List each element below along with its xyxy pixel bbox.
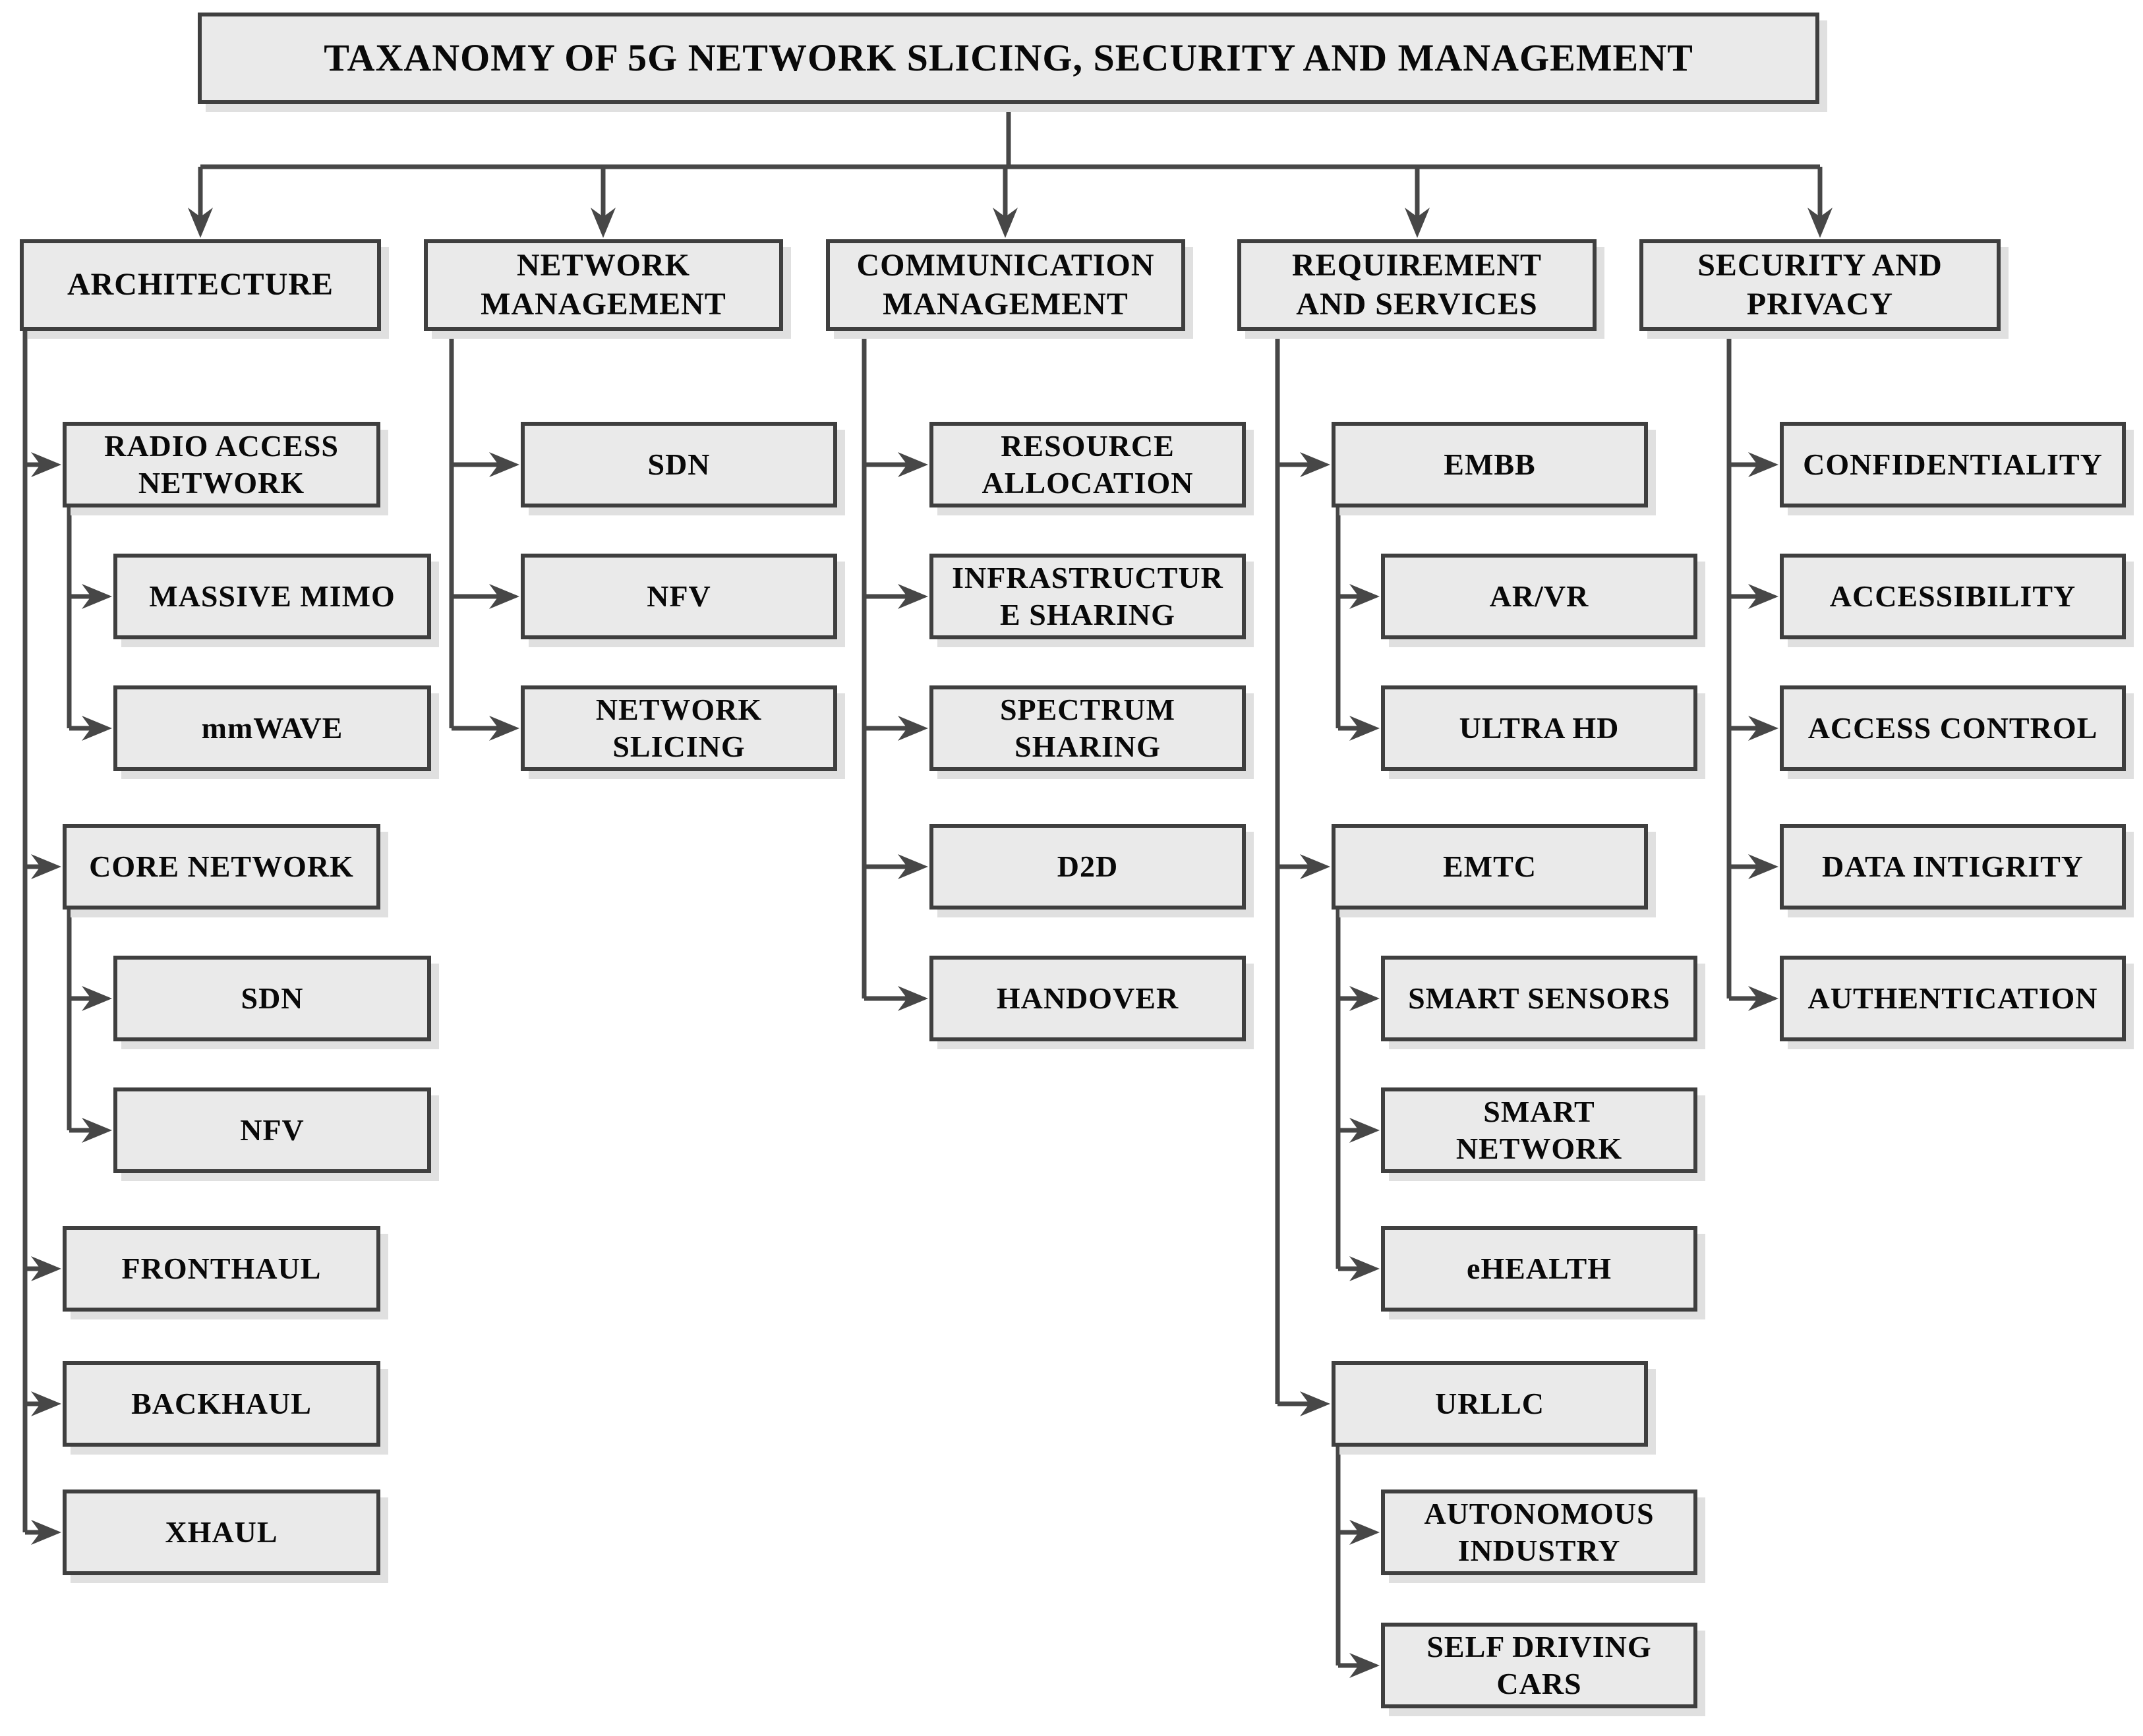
node-resource-allocation: RESOURCE ALLOCATION: [929, 422, 1246, 507]
node-ar-vr: AR/VR: [1381, 554, 1697, 639]
node-sdn-architecture: SDN: [113, 956, 431, 1041]
node-backhaul: BACKHAUL: [63, 1361, 380, 1447]
node-smart-network: SMART NETWORK: [1381, 1087, 1697, 1173]
node-accessibility: ACCESSIBILITY: [1780, 554, 2126, 639]
node-self-driving-cars: SELF DRIVING CARS: [1381, 1623, 1697, 1708]
node-radio-access-network: RADIO ACCESS NETWORK: [63, 422, 380, 507]
node-nfv-architecture: NFV: [113, 1087, 431, 1173]
node-requirement-and-services: REQUIREMENT AND SERVICES: [1237, 239, 1597, 331]
node-embb: EMBB: [1332, 422, 1648, 507]
node-data-intigrity: DATA INTIGRITY: [1780, 824, 2126, 910]
node-massive-mimo: MASSIVE MIMO: [113, 554, 431, 639]
node-autonomous-industry: AUTONOMOUS INDUSTRY: [1381, 1490, 1697, 1575]
node-authentication: AUTHENTICATION: [1780, 956, 2126, 1041]
node-smart-sensors: SMART SENSORS: [1381, 956, 1697, 1041]
node-security-and-privacy: SECURITY AND PRIVACY: [1639, 239, 2001, 331]
node-network-slicing: NETWORK SLICING: [521, 685, 837, 771]
node-emtc: EMTC: [1332, 824, 1648, 910]
node-infrastructure-sharing: INFRASTRUCTUR E SHARING: [929, 554, 1246, 639]
node-xhaul: XHAUL: [63, 1490, 380, 1575]
node-core-network: CORE NETWORK: [63, 824, 380, 910]
node-network-management: NETWORK MANAGEMENT: [424, 239, 783, 331]
node-access-control: ACCESS CONTROL: [1780, 685, 2126, 771]
diagram-title: TAXANOMY OF 5G NETWORK SLICING, SECURITY…: [198, 13, 1819, 104]
node-communication-management: COMMUNICATION MANAGEMENT: [826, 239, 1185, 331]
node-d2d: D2D: [929, 824, 1246, 910]
node-urllc: URLLC: [1332, 1361, 1648, 1447]
node-ultra-hd: ULTRA HD: [1381, 685, 1697, 771]
node-handover: HANDOVER: [929, 956, 1246, 1041]
node-ehealth: eHEALTH: [1381, 1226, 1697, 1312]
node-architecture: ARCHITECTURE: [20, 239, 381, 331]
node-sdn-management: SDN: [521, 422, 837, 507]
node-mmwave: mmWAVE: [113, 685, 431, 771]
node-spectrum-sharing: SPECTRUM SHARING: [929, 685, 1246, 771]
node-fronthaul: FRONTHAUL: [63, 1226, 380, 1312]
node-confidentiality: CONFIDENTIALITY: [1780, 422, 2126, 507]
node-nfv-management: NFV: [521, 554, 837, 639]
